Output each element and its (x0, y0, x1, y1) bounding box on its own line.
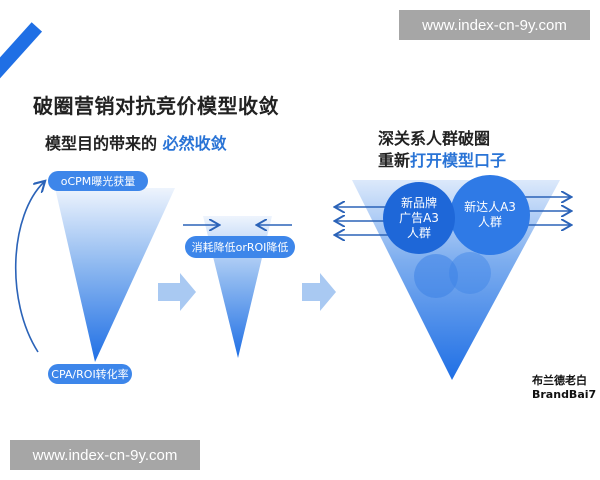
brand-mark-cn: 布兰德老白 (532, 374, 587, 387)
right-heading: 深关系人群破圈 重新打开模型口子 (378, 128, 506, 172)
right-heading-line2: 重新打开模型口子 (378, 150, 506, 172)
watermark-top-text: www.index-cn-9y.com (422, 16, 567, 34)
block-arrow-1-icon (158, 273, 196, 311)
circle-new-brand-text: 新品牌广告A3人群 (399, 195, 439, 240)
left-heading-highlight: 必然收敛 (162, 134, 227, 153)
watermark-top: www.index-cn-9y.com (399, 10, 590, 40)
watermark-bottom-text: www.index-cn-9y.com (32, 446, 178, 464)
watermark-bottom: www.index-cn-9y.com (10, 440, 200, 470)
label-cpa-roi: CPA/ROI转化率 (48, 364, 132, 384)
brand-mark: 布兰德老白 BrandBai7 (532, 374, 596, 402)
right-heading-line2-highlight: 打开模型口子 (410, 151, 507, 170)
left-heading-text: 模型目的带来的 (45, 134, 163, 153)
label-ocpm: oCPM曝光获量 (48, 171, 148, 191)
left-heading: 模型目的带来的 必然收敛 (45, 130, 227, 154)
brand-mark-en: BrandBai7 (532, 388, 597, 401)
label-cost-roi-drop: 消耗降低orROI降低 (185, 236, 295, 258)
right-heading-line1: 深关系人群破圈 (378, 129, 491, 148)
left-funnel (55, 188, 175, 362)
circle-new-kol-text: 新达人A3人群 (464, 200, 516, 229)
block-arrow-2-icon (302, 273, 336, 311)
page-title: 破圈营销对抗竞价模型收敛 (33, 94, 279, 118)
right-heading-line2-prefix: 重新 (378, 151, 411, 170)
ghost-circle-2 (449, 252, 491, 294)
ghost-circle-1 (414, 254, 458, 298)
circle-new-brand: 新品牌广告A3人群 (383, 182, 455, 254)
circle-new-kol: 新达人A3人群 (450, 175, 530, 255)
curved-arrow-icon (15, 182, 44, 353)
